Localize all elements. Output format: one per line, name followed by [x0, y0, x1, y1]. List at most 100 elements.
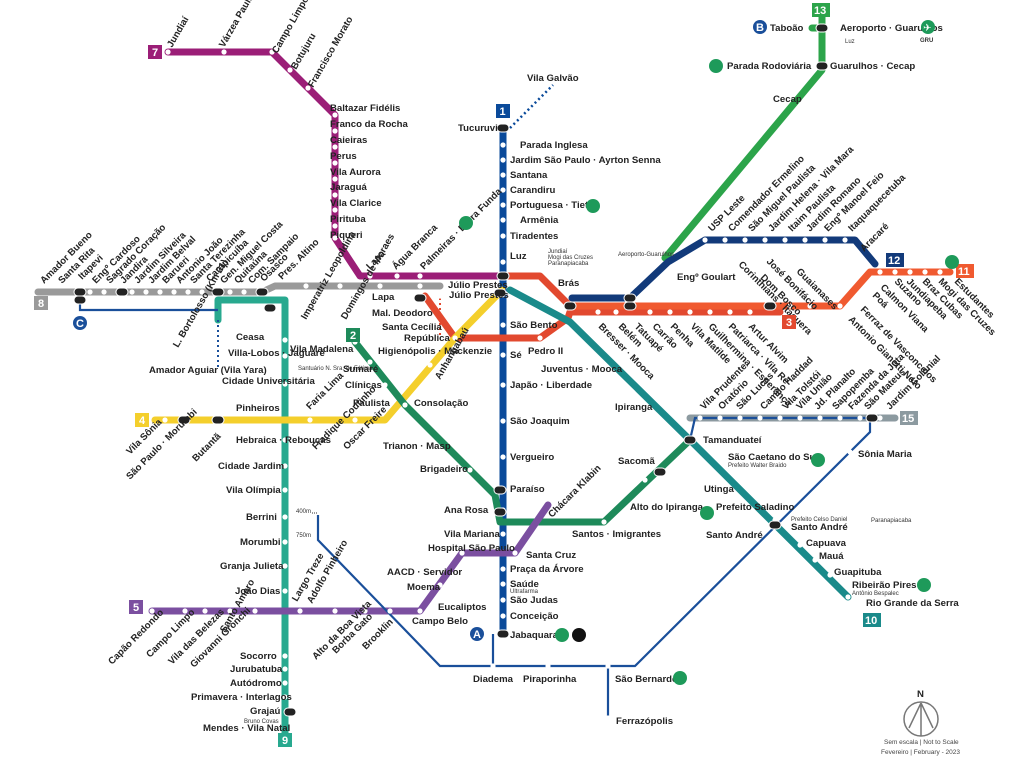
station-dot	[221, 49, 227, 55]
station-dot	[157, 289, 163, 295]
station-maua: Mauá	[819, 551, 844, 562]
station-dot	[702, 237, 708, 243]
station-ipiranga: Ipiranga	[615, 402, 653, 413]
scale-note: Sem escala | Not to Scale	[884, 739, 959, 746]
station-sao-bento: São Bento	[510, 320, 558, 331]
line-8-path	[34, 282, 444, 296]
station-sao-joaquim: São Joaquim	[510, 416, 570, 427]
station-dot	[777, 415, 783, 421]
station-dot	[707, 309, 713, 315]
station-dot	[227, 289, 233, 295]
station-dot	[747, 309, 753, 315]
station-dot	[587, 377, 593, 383]
station-dot	[757, 415, 763, 421]
station-dot	[402, 402, 408, 408]
station-sao-caetano: São Caetano do Sul	[728, 452, 818, 463]
station-dot	[847, 449, 853, 455]
station-sumare: Sumaré	[343, 364, 378, 375]
station-santuario: Santuário N. Sra. de Fátima	[298, 366, 373, 372]
badge-line-7	[148, 45, 162, 59]
station-dot	[500, 142, 506, 148]
station-dot	[459, 550, 465, 556]
station-dot	[595, 309, 601, 315]
station-bras: Brás	[558, 278, 579, 289]
station-chacara-klabin: Chácara Klabin	[546, 463, 603, 520]
station-autodromo: Autódromo	[230, 678, 282, 689]
station-hospital-sao-paulo: Hospital São Paulo	[428, 543, 515, 554]
badge-line-8-text: 8	[38, 298, 44, 310]
line-1-extension-dotted	[509, 84, 554, 129]
saude-subtitle: Ultrafarma	[510, 589, 539, 595]
station-dot	[282, 337, 288, 343]
station-socorro: Socorro	[240, 651, 277, 662]
station-dot	[802, 237, 808, 243]
station-dot	[437, 293, 443, 299]
station-dot	[282, 588, 288, 594]
compass-arrow-icon	[908, 702, 934, 736]
station-bruno-covas: Bruno Covas	[244, 719, 279, 725]
interchange-marker	[496, 271, 510, 281]
date-note: Fevereiro | February - 2023	[881, 749, 960, 756]
station-cecap: Cecap	[773, 94, 802, 105]
station-dot	[377, 283, 383, 289]
station-alto-do-ipiranga: Alto do Ipiranga	[630, 502, 704, 513]
station-dot	[500, 322, 506, 328]
station-dot	[452, 335, 458, 341]
interchange-marker	[493, 507, 507, 517]
station-caieiras: Caieiras	[330, 135, 367, 146]
station-dot	[297, 608, 303, 614]
station-dot	[837, 303, 843, 309]
station-dot	[352, 417, 358, 423]
station-dot	[182, 608, 188, 614]
luz-note-mogi: Mogi das Cruzes	[548, 255, 593, 261]
station-jaragua: Jaraguá	[330, 182, 367, 193]
gru-label: GRU	[920, 38, 933, 44]
badge-line-13	[812, 3, 830, 17]
station-varzea-paulista: Várzea Paulista	[217, 0, 262, 50]
station-utinga: Utinga	[704, 484, 735, 495]
station-dot	[647, 309, 653, 315]
line-badges: 1 2 3 4 5 7 8 9 10 11 12 13 15 A B C	[34, 3, 974, 747]
train-icon	[709, 59, 723, 73]
station-prefeito-saladino: Prefeito Saladino	[716, 502, 795, 513]
station-berrini: Berrini	[246, 512, 277, 523]
interchange-marker	[255, 287, 269, 297]
train-icon	[555, 628, 569, 642]
interchange-marker	[283, 707, 297, 717]
station-perus: Perus	[330, 151, 357, 162]
station-dot	[500, 259, 506, 265]
train-icon	[811, 453, 825, 467]
station-dot	[227, 608, 233, 614]
badge-line-5-text: 5	[133, 602, 139, 614]
station-parada-rodoviaria: Parada Rodoviária	[727, 61, 812, 72]
station-dot	[922, 269, 928, 275]
station-aacd-servidor: AACD · Servidor	[387, 567, 462, 578]
station-dot	[762, 237, 768, 243]
station-dot	[241, 289, 247, 295]
station-dot	[717, 415, 723, 421]
badge-line-12-text: 12	[888, 255, 900, 267]
station-dot	[500, 382, 506, 388]
badge-line-1	[496, 104, 510, 118]
interchange-marker	[623, 293, 637, 303]
station-dot	[165, 49, 171, 55]
station-francisco-morato: Francisco Morato	[306, 15, 356, 90]
badge-a-text: A	[473, 629, 481, 641]
station-dot	[697, 415, 703, 421]
station-dots	[73, 23, 943, 721]
station-dot	[417, 608, 423, 614]
station-dot	[845, 594, 851, 600]
station-piqueri: Piqueri	[330, 230, 363, 241]
station-dot	[500, 157, 506, 163]
station-dot	[171, 289, 177, 295]
station-taboao: Taboão	[770, 23, 804, 34]
station-vila-galvao: Vila Galvão	[527, 73, 579, 84]
station-dot	[282, 514, 288, 520]
station-aracare: Aracaré	[858, 221, 891, 254]
station-armenia: Armênia	[520, 215, 559, 226]
station-se: Sé	[510, 350, 522, 361]
station-dot	[202, 608, 208, 614]
badge-line-1-text: 1	[500, 106, 506, 118]
badge-line-2-text: 2	[350, 330, 356, 342]
station-dot	[687, 309, 693, 315]
